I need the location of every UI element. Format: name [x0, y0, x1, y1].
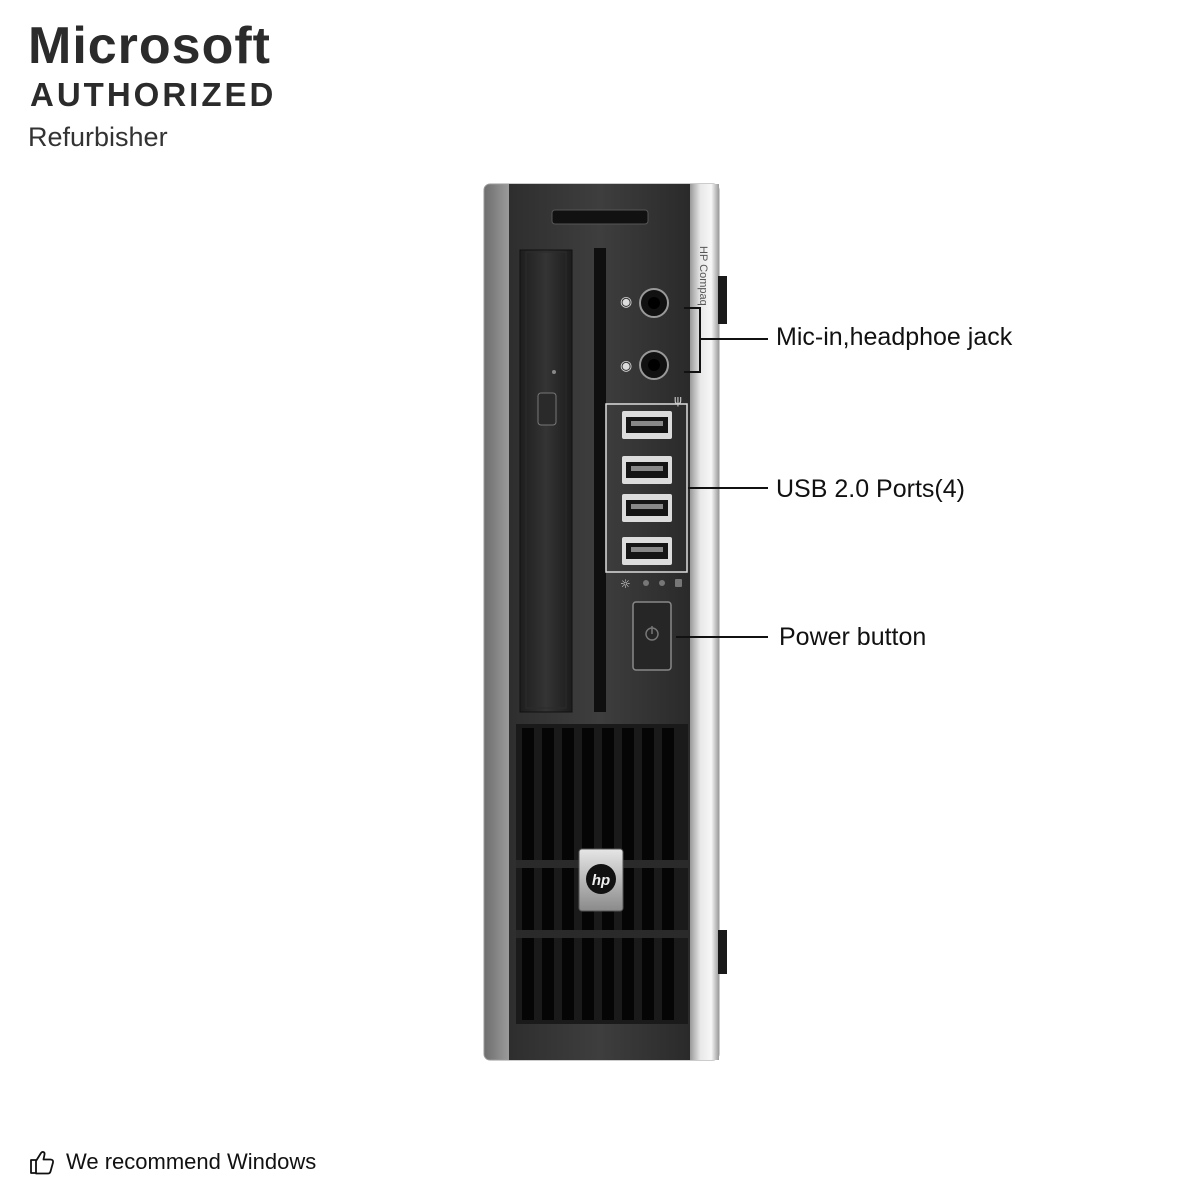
usb-callout-label: USB 2.0 Ports(4): [776, 475, 965, 503]
footer-text: We recommend Windows: [66, 1149, 317, 1174]
thumbs-up-icon: [30, 1151, 55, 1175]
footer: We recommend Windows: [28, 1148, 316, 1176]
drive-activity-icon: [675, 579, 682, 587]
side-latch-top: [718, 276, 727, 324]
audio-callout-label: Mic-in,headphoe jack: [776, 323, 1013, 351]
callout-lines: [676, 307, 768, 638]
badge-role: Refurbisher: [28, 122, 168, 152]
hp-logo: hp: [578, 848, 624, 912]
badge-brand: Microsoft: [28, 17, 271, 75]
side-latch-bottom: [718, 930, 727, 974]
eject-button: [537, 392, 557, 426]
usb-port: [622, 411, 672, 439]
power-callout-label: Power button: [779, 623, 927, 651]
vent-slot: [594, 248, 606, 712]
badge-status: AUTHORIZED: [30, 76, 277, 113]
svg-text:hp: hp: [592, 872, 610, 889]
usb-port: [622, 456, 672, 484]
usb-ports: ψ: [605, 393, 688, 573]
usb-highlight-box: [605, 403, 688, 573]
mic-icon: ◉: [620, 358, 632, 374]
audio-jacks: ◉ ◉: [620, 288, 669, 380]
power-button: [632, 601, 672, 671]
usb-icon: ψ: [674, 393, 682, 407]
usb-port: [622, 537, 672, 565]
optical-drive: [519, 249, 573, 713]
status-leds: ☼: [620, 577, 682, 591]
usb-port: [622, 494, 672, 522]
top-slot: [551, 209, 649, 225]
power-led-icon: ☼: [620, 577, 631, 591]
side-brand-text: HP Compaq: [697, 246, 709, 306]
headphone-icon: ◉: [620, 294, 632, 310]
